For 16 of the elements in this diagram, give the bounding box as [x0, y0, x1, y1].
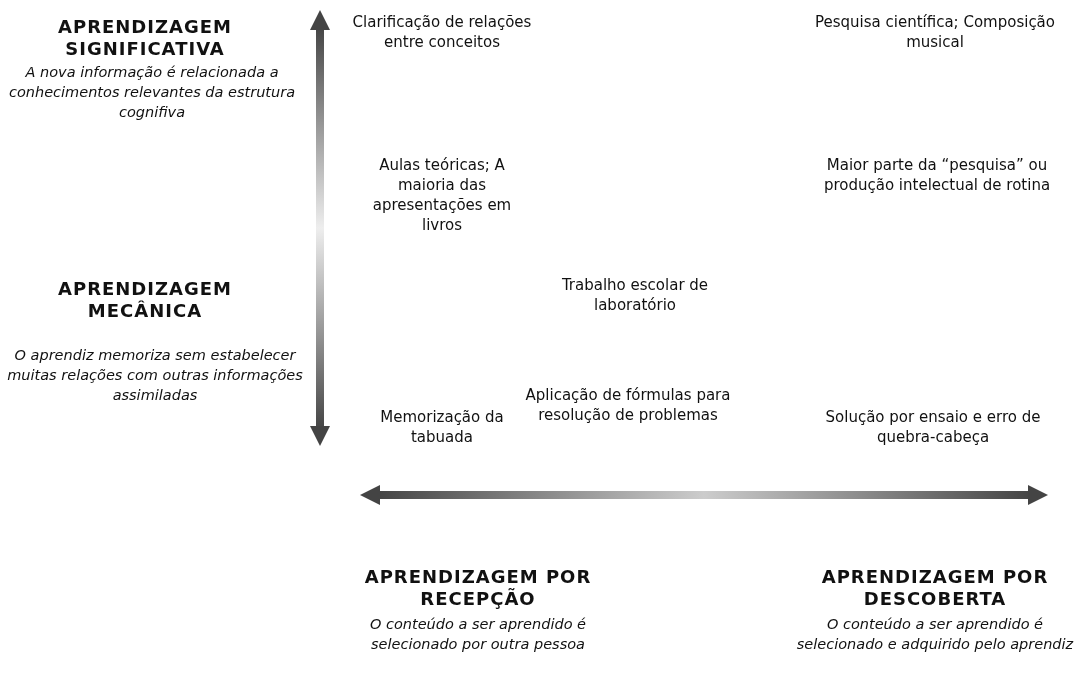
example-text: Pesquisa científica; Composição musical: [814, 12, 1056, 52]
axis-heading: APRENDIZAGEM SIGNIFICATIVA: [57, 16, 233, 60]
axis-description: O aprendiz memoriza sem estabelecer muitas relações com outras informações assimiladas: [6, 346, 304, 405]
example-text: Aplicação de fórmulas para resolução de problemas: [524, 385, 732, 425]
example-text: Aulas teóricas; A maioria das apresentações em livros: [371, 155, 513, 235]
axis-heading: APRENDIZAGEM POR DESCOBERTA: [820, 566, 1050, 610]
axis-description: A nova informação é relacionada a conhecimentos relevantes da estrutura cognifiva: [7, 63, 297, 122]
axis-heading: APRENDIZAGEM MECÂNICA: [57, 278, 233, 322]
example-text: Clarificação de relações entre conceitos: [352, 12, 532, 52]
example-text: Solução por ensaio e erro de quebra-cabeça: [824, 407, 1042, 447]
axis-heading: APRENDIZAGEM POR RECEPÇÃO: [363, 566, 593, 610]
example-text: Memorização da tabuada: [379, 407, 505, 447]
axis-description: O conteúdo a ser aprendido é selecionado por outra pessoa: [368, 615, 588, 654]
axis-description: O conteúdo a ser aprendido é selecionado e adquirido pelo aprendiz: [795, 615, 1074, 654]
example-text: Maior parte da “pesquisa” ou produção intelectual de rotina: [822, 155, 1052, 195]
example-text: Trabalho escolar de laboratório: [560, 275, 710, 315]
